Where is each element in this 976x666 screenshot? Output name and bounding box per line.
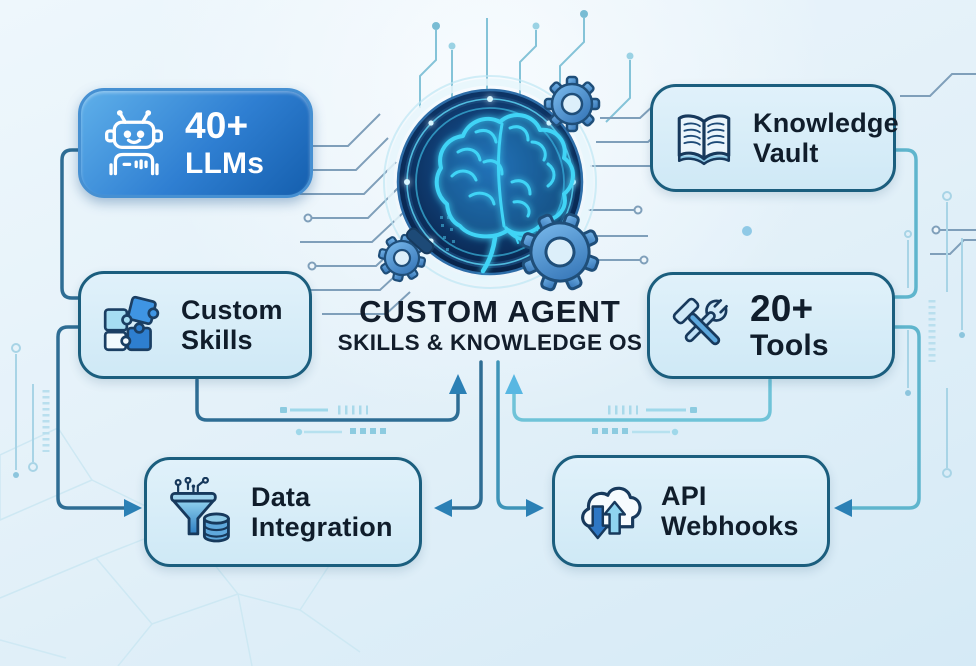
connector-vault-to-tools <box>892 148 918 299</box>
arrowhead-up-light <box>505 374 523 394</box>
core-title: CUSTOM AGENT SKILLS & KNOWLEDGE OS <box>298 294 682 357</box>
skills-line1: Custom <box>181 294 283 325</box>
funnel-database-icon <box>165 477 235 547</box>
data-line2: Integration <box>251 512 393 542</box>
edge-decoration-right <box>904 191 965 478</box>
title-line2: SKILLS & KNOWLEDGE OS <box>337 330 643 356</box>
arrowhead-right <box>526 499 544 517</box>
connector-tools-to-core <box>505 374 772 422</box>
connector-llms-to-skills <box>60 148 82 300</box>
llms-label: LLMs <box>185 146 265 180</box>
circuit-traces-top <box>419 10 752 236</box>
arrowhead-right <box>124 499 142 517</box>
robot-icon <box>99 108 169 178</box>
vault-line2: Vault <box>753 138 819 168</box>
llms-stat: 40+ <box>185 105 249 147</box>
arrowhead-up <box>449 374 467 394</box>
node-tools: 20+ Tools <box>647 272 895 379</box>
hammer-wrench-icon <box>668 293 734 359</box>
cloud-sync-icon <box>573 475 645 547</box>
gear-shaft <box>405 227 435 255</box>
title-line1: CUSTOM AGENT <box>359 294 621 329</box>
data-dots <box>440 216 455 251</box>
connector-core-to-api <box>496 360 544 517</box>
edge-decoration-left <box>11 343 50 478</box>
core-halo <box>386 78 594 286</box>
connector-core-to-data <box>434 360 483 517</box>
tools-label: Tools <box>750 329 829 363</box>
arrowhead-left <box>834 499 852 517</box>
gear-icon-top <box>543 75 601 133</box>
open-book-icon <box>671 105 737 171</box>
node-custom-skills: Custom Skills <box>78 271 312 379</box>
puzzle-icon <box>99 292 165 358</box>
api-line1: API <box>661 480 707 511</box>
vault-line1: Knowledge <box>753 107 899 138</box>
tools-stat: 20+ <box>750 287 814 329</box>
dash-decorations <box>280 405 697 436</box>
node-api-webhooks: API Webhooks <box>552 455 830 567</box>
data-line1: Data <box>251 481 311 512</box>
node-knowledge-vault: Knowledge Vault <box>650 84 899 192</box>
arrowhead-left <box>434 499 452 517</box>
connector-skills-to-core <box>195 374 467 422</box>
node-llms: 40+ LLMs <box>78 88 313 198</box>
connector-skills-to-data <box>56 325 142 517</box>
api-line2: Webhooks <box>661 511 799 541</box>
connector-tools-to-api <box>834 325 921 517</box>
skills-line2: Skills <box>181 325 253 355</box>
ai-core <box>377 75 601 292</box>
node-data-integration: Data Integration <box>144 457 422 567</box>
gear-icon-bottom-right <box>520 212 600 292</box>
